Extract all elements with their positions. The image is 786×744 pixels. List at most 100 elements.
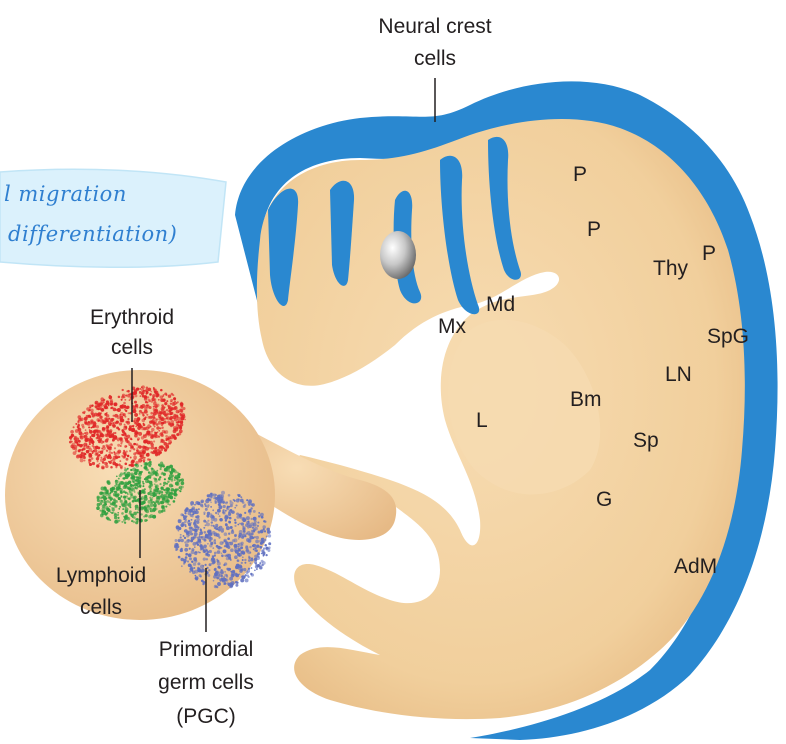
cell-dot [169, 413, 172, 416]
cell-dot [124, 462, 127, 465]
cell-dot [267, 530, 271, 534]
cell-dot [189, 557, 192, 560]
cell-dot [114, 447, 116, 449]
cell-dot [70, 445, 74, 449]
cell-dot [160, 468, 162, 470]
cell-dot [121, 521, 123, 523]
cell-dot [181, 416, 185, 420]
cell-dot [136, 511, 138, 513]
cell-dot [213, 561, 215, 563]
cell-dot [88, 415, 91, 418]
cell-dot [131, 446, 133, 448]
cell-dot [90, 421, 94, 425]
cell-dot [180, 490, 182, 492]
cell-dot [145, 416, 147, 418]
cell-dot [100, 397, 104, 401]
cell-dot [168, 440, 172, 444]
cell-dot [121, 502, 125, 506]
cell-dot [145, 510, 149, 514]
cell-dot [109, 451, 112, 454]
cell-dot [242, 528, 245, 531]
cell-dot [124, 445, 127, 448]
pgc-label-line1: Primordial [159, 637, 254, 662]
label-sp: Sp [633, 428, 659, 453]
cell-dot [224, 545, 226, 547]
cell-dot [221, 499, 224, 502]
cell-dot [111, 507, 113, 509]
cell-dot [228, 494, 231, 497]
cell-dot [111, 487, 115, 491]
cell-dot [148, 506, 150, 508]
cell-dot [133, 448, 135, 450]
cell-dot [217, 546, 221, 550]
cell-dot [188, 511, 192, 515]
cell-dot [178, 530, 180, 532]
cell-dot [112, 462, 116, 466]
cell-dot [230, 548, 234, 552]
cell-dot [101, 434, 105, 438]
cell-dot [149, 463, 152, 466]
cell-dot [237, 559, 240, 562]
cell-dot [185, 543, 189, 547]
cell-dot [237, 524, 239, 526]
cell-dot [205, 564, 207, 566]
cell-dot [144, 466, 148, 470]
cell-dot [137, 423, 141, 427]
cell-dot [210, 493, 212, 495]
cell-dot [192, 570, 196, 574]
cell-dot [162, 508, 165, 511]
cell-dot [146, 414, 148, 416]
cell-dot [254, 550, 256, 552]
cell-dot [98, 441, 101, 444]
cell-dot [209, 540, 211, 542]
cell-dot [96, 418, 100, 422]
cell-dot [142, 448, 146, 452]
cell-dot [191, 548, 194, 551]
handwritten-note-line2: differentiation) [8, 222, 177, 246]
cell-dot [153, 412, 157, 416]
cell-dot [114, 520, 118, 524]
cell-dot [121, 492, 123, 494]
cell-dot [174, 543, 178, 547]
cell-dot [248, 539, 252, 543]
cell-dot [152, 468, 154, 470]
cell-dot [111, 490, 114, 493]
cell-dot [101, 466, 105, 470]
cell-dot [132, 468, 136, 472]
cell-dot [247, 520, 249, 522]
cell-dot [156, 426, 160, 430]
cell-dot [70, 439, 72, 441]
cell-dot [166, 409, 168, 411]
cell-dot [189, 548, 191, 550]
neural-crest-label-line2: cells [414, 46, 456, 71]
cell-dot [96, 464, 99, 467]
cell-dot [234, 544, 238, 548]
cell-dot [124, 424, 126, 426]
cell-dot [146, 453, 150, 457]
cell-dot [158, 436, 160, 438]
cell-dot [158, 399, 160, 401]
cell-dot [118, 464, 121, 467]
cell-dot [244, 504, 246, 506]
lymphoid-label-line1: Lymphoid [56, 563, 146, 588]
cell-dot [181, 478, 184, 481]
cell-dot [234, 519, 236, 521]
cell-dot [221, 555, 224, 558]
cell-dot [228, 544, 230, 546]
cell-dot [130, 469, 132, 471]
cell-dot [167, 466, 170, 469]
cell-dot [83, 452, 86, 455]
cell-dot [178, 556, 181, 559]
label-l: L [476, 408, 488, 433]
cell-dot [130, 438, 133, 441]
cell-dot [248, 556, 251, 559]
cell-dot [254, 527, 258, 531]
cell-dot [173, 429, 177, 433]
cell-dot [230, 501, 234, 505]
cell-dot [121, 419, 124, 422]
cell-dot [210, 542, 213, 545]
cell-dot [106, 400, 109, 403]
cell-dot [261, 564, 263, 566]
cell-dot [170, 420, 174, 424]
cell-dot [143, 491, 146, 494]
